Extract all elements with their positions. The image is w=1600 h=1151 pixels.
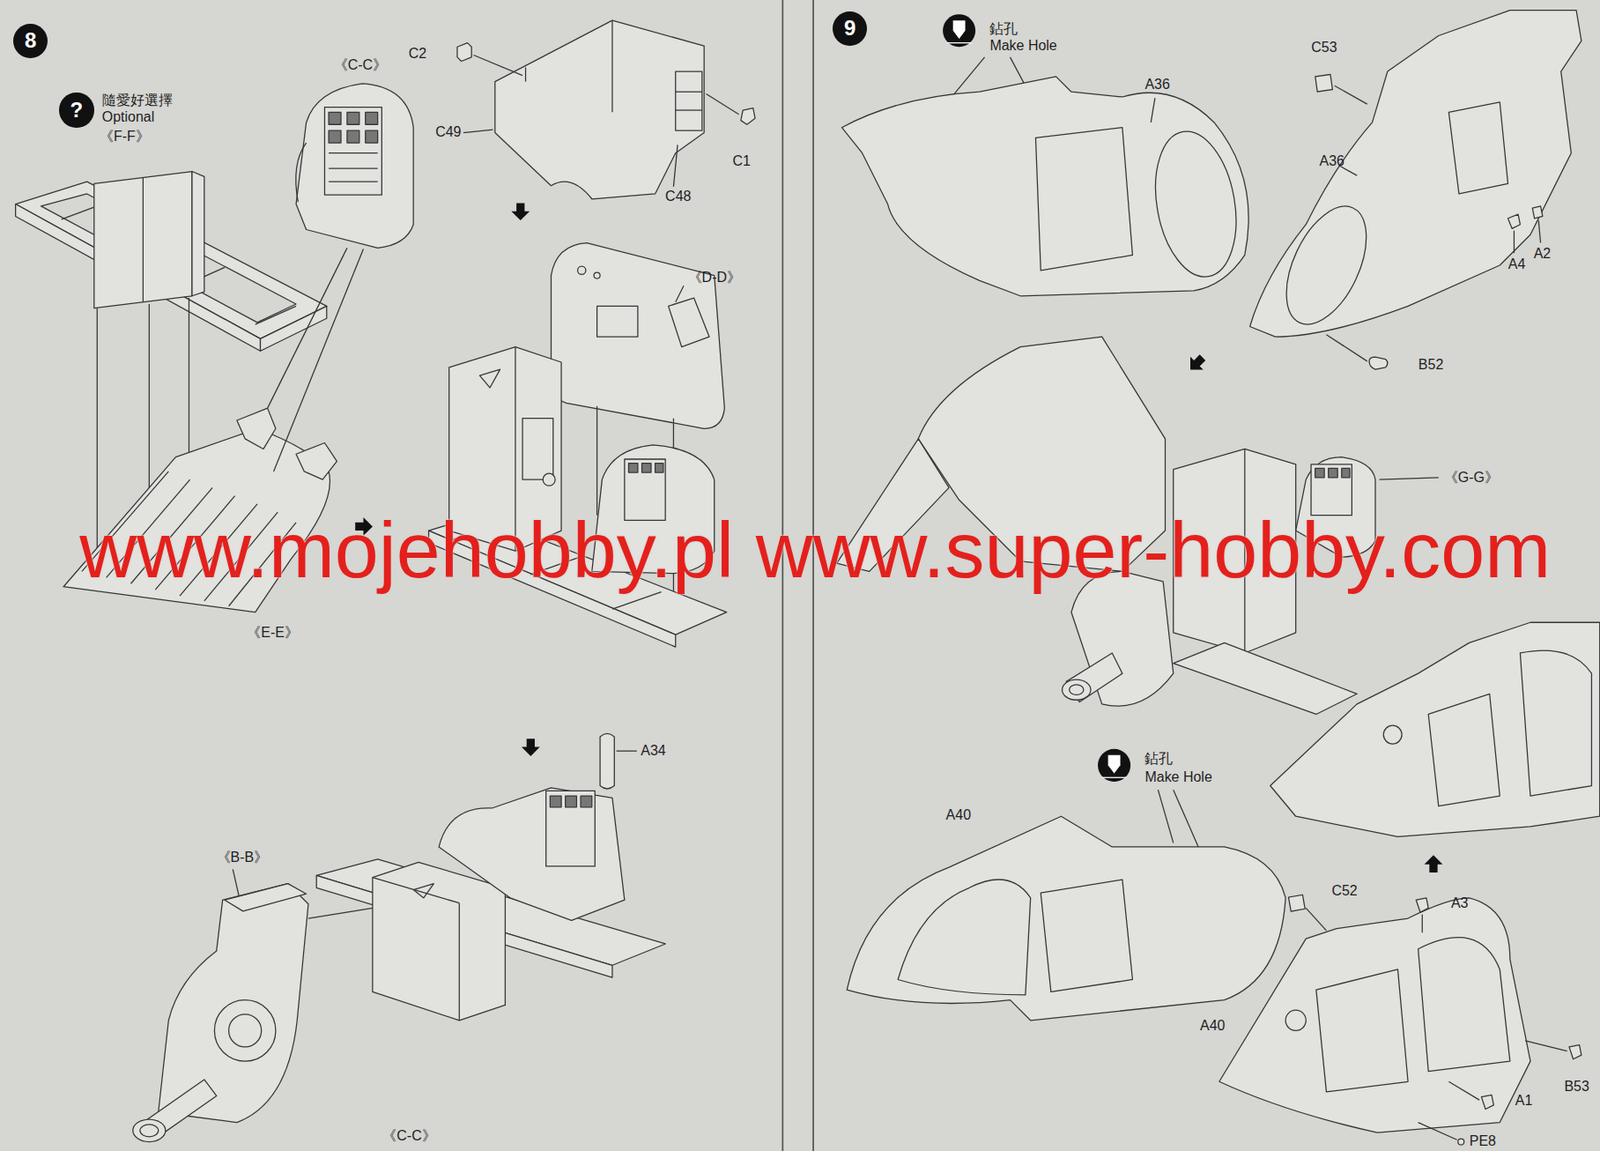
step-badge: ? [59, 92, 94, 127]
part-number: C2 [408, 45, 427, 62]
step-badge: 8 [13, 23, 48, 59]
part-number: A36 [1319, 153, 1345, 170]
part-number: A40 [946, 807, 971, 823]
option-note: 隨愛好選擇 [102, 92, 173, 109]
subassembly-label: 《E-E》 [246, 624, 299, 641]
step-badge: 9 [832, 11, 867, 46]
watermark: www.mojehobby.pl www.super-hobby.com [79, 511, 1551, 591]
step-number: 9 [844, 17, 856, 39]
part-number: B52 [1418, 356, 1444, 373]
step-number: 8 [24, 29, 37, 52]
part-number: A1 [1515, 1092, 1534, 1109]
instruction-note: Make Hole [1144, 769, 1212, 786]
part-number: A40 [1200, 1017, 1225, 1034]
part-number: A34 [640, 742, 666, 759]
subassembly-label: 《G-G》 [1444, 469, 1499, 486]
instruction-note: Make Hole [989, 37, 1057, 54]
step-number: ? [70, 99, 84, 121]
instruction-note: 鉆孔 [1144, 750, 1173, 767]
part-number: C53 [1311, 39, 1337, 56]
part-number: A2 [1533, 245, 1552, 262]
part-number: C1 [733, 153, 751, 170]
subassembly-label: 《F-F》 [99, 128, 150, 145]
subassembly-label: 《D-D》 [688, 269, 741, 286]
option-note: Optional [102, 109, 155, 126]
subassembly-label: 《B-B》 [216, 849, 269, 866]
subassembly-label: 《C-C》 [333, 57, 387, 74]
part-number: C52 [1331, 882, 1357, 899]
part-number: A4 [1508, 256, 1526, 273]
instruction-note: 鉆孔 [989, 21, 1018, 38]
part-number: PE8 [1469, 1133, 1497, 1149]
part-number: C49 [435, 124, 461, 141]
subassembly-label: 《C-C》 [382, 1127, 436, 1144]
part-number: C48 [665, 188, 691, 205]
part-number: A3 [1451, 895, 1469, 912]
part-number: B53 [1563, 1078, 1589, 1095]
part-number: A36 [1144, 76, 1170, 93]
